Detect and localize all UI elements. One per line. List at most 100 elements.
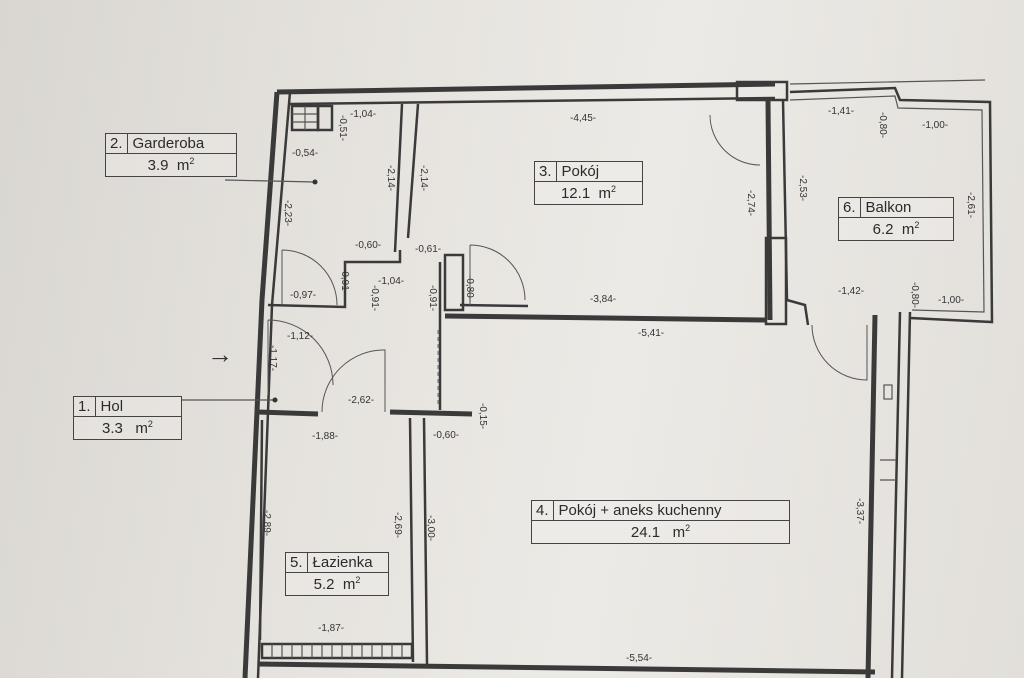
dim-label: -1,12- xyxy=(287,331,313,342)
dim-label: -1,04- xyxy=(350,109,376,120)
dim-label: -0,54- xyxy=(292,148,318,159)
top-wall xyxy=(276,81,776,95)
dim-label: -5,41- xyxy=(638,328,664,339)
room-number: 5. xyxy=(286,553,308,572)
pokoj3-door-jamb xyxy=(443,253,465,312)
top-wall-inner xyxy=(289,96,776,106)
pokoj3-wall-bottom-2 xyxy=(459,303,529,308)
dim-label: -1,87- xyxy=(318,623,344,634)
exterior-wall-left xyxy=(242,91,280,678)
radiator-lines xyxy=(271,644,403,658)
window-mark-2 xyxy=(880,459,896,481)
garderoba-shelf-lines xyxy=(292,106,318,130)
room-name: Garderoba xyxy=(132,135,205,152)
room-number: 3. xyxy=(535,162,557,181)
room-name: Pokój xyxy=(561,163,600,180)
room-unit: m xyxy=(135,420,148,437)
bathroom-wall-inner-left xyxy=(258,419,264,641)
dim-label: -3,84- xyxy=(590,294,616,305)
leader-hol-dot xyxy=(272,397,278,403)
room-name: Balkon xyxy=(865,199,912,216)
door-entry xyxy=(267,319,334,395)
room-area: 24.1 xyxy=(630,524,661,541)
dim-label: -2,53- xyxy=(797,175,808,201)
dim-label: -0,80- xyxy=(877,112,888,138)
door-pokoj3 xyxy=(469,244,526,305)
bathroom-wall-top-2 xyxy=(389,409,473,417)
dim-label: -2,74- xyxy=(745,190,756,216)
dim-label: -0,60- xyxy=(433,430,459,441)
dim-label: -2,14- xyxy=(418,165,429,191)
door-bathroom xyxy=(321,349,386,413)
pokoj3-wall-left xyxy=(406,103,420,239)
room-area: 6.2 xyxy=(872,221,894,238)
dim-label: -3,37- xyxy=(854,498,865,524)
room-unit: m xyxy=(672,524,686,541)
room-label-hol: 1.Hol 3.3 m2 xyxy=(73,396,182,440)
room-label-pokoj: 3.Pokój 12.1 m2 xyxy=(534,161,643,205)
room-label-balkon: 6.Balkon 6.2 m2 xyxy=(838,197,954,241)
garderoba-post xyxy=(316,104,334,132)
dim-label: -2,89- xyxy=(261,510,272,536)
bathroom-radiator xyxy=(260,642,414,660)
bottom-wall xyxy=(257,661,876,675)
dim-label: -0,91- xyxy=(427,285,438,311)
dim-label: -0,15- xyxy=(477,403,488,429)
room-unit-exp: 2 xyxy=(355,575,361,585)
dim-label: -1,04- xyxy=(378,276,404,287)
dim-label: -0,60- xyxy=(355,240,381,251)
window-mark xyxy=(883,384,893,400)
pokoj-balkon-wall-2 xyxy=(781,99,810,326)
room-number: 6. xyxy=(839,198,861,217)
bathroom-wall-top xyxy=(257,409,319,417)
room-name: Pokój + aneks kuchenny xyxy=(558,502,722,519)
pokoj-balkon-wall xyxy=(765,99,773,321)
room-unit-exp: 2 xyxy=(685,523,691,533)
dim-label: -2,23- xyxy=(282,200,293,226)
balcony-railing-inner xyxy=(789,95,985,313)
room-label-pokoj-aneks: 4.Pokój + aneks kuchenny 24.1 m2 xyxy=(531,500,790,544)
garderoba-wall-bottom xyxy=(267,250,402,309)
balcony-railing xyxy=(789,86,994,324)
balcony-top-rail xyxy=(789,79,986,85)
dim-label: -0,97- xyxy=(290,290,316,301)
bathroom-wall-right-2 xyxy=(422,417,429,665)
room-area: 12.1 xyxy=(560,185,591,202)
dim-label: -1,00- xyxy=(938,295,964,306)
dim-label: -2,62- xyxy=(348,395,374,406)
living-wall-right-outer xyxy=(890,311,902,678)
dim-label: -2,69- xyxy=(392,512,403,538)
door-balcony xyxy=(811,324,868,381)
living-wall-right xyxy=(865,314,878,678)
room-area: 3.9 xyxy=(147,157,169,174)
room-unit: m xyxy=(342,576,356,593)
room-unit: m xyxy=(176,157,190,174)
dim-label: -0,61- xyxy=(415,244,441,255)
room-name: Łazienka xyxy=(312,554,373,571)
room-label-lazienka: 5.Łazienka 5.2 m2 xyxy=(285,552,389,596)
dim-label: -1,17- xyxy=(267,345,278,371)
room-label-garderoba: 2.Garderoba 3.9 m2 xyxy=(105,133,237,177)
room-number: 4. xyxy=(532,501,554,520)
garderoba-wall-right xyxy=(393,103,404,253)
dim-label: -5,54- xyxy=(626,653,652,664)
door-pokoj3-window xyxy=(709,114,761,166)
room-number: 1. xyxy=(74,397,96,416)
room-unit-exp: 2 xyxy=(914,220,920,230)
room-area: 3.3 xyxy=(102,420,123,437)
column-top xyxy=(735,80,789,102)
dim-label: -1,00- xyxy=(922,120,948,131)
entry-arrow-icon: → xyxy=(207,339,233,369)
dim-label: -1,88- xyxy=(312,431,338,442)
leader-garderoba xyxy=(224,179,316,183)
room-unit-exp: 2 xyxy=(189,156,195,166)
dim-label: -2,14- xyxy=(385,165,396,191)
room-area: 5.2 xyxy=(313,576,335,593)
leader-garderoba-dot xyxy=(312,179,318,185)
dim-label: -0,91- xyxy=(369,285,380,311)
pokoj3-wall-bottom xyxy=(444,313,766,323)
dim-label: -4,45- xyxy=(570,113,596,124)
dim-label: -0,51- xyxy=(337,115,348,141)
bathroom-wall-right xyxy=(408,417,415,663)
room-name: Hol xyxy=(100,398,124,415)
